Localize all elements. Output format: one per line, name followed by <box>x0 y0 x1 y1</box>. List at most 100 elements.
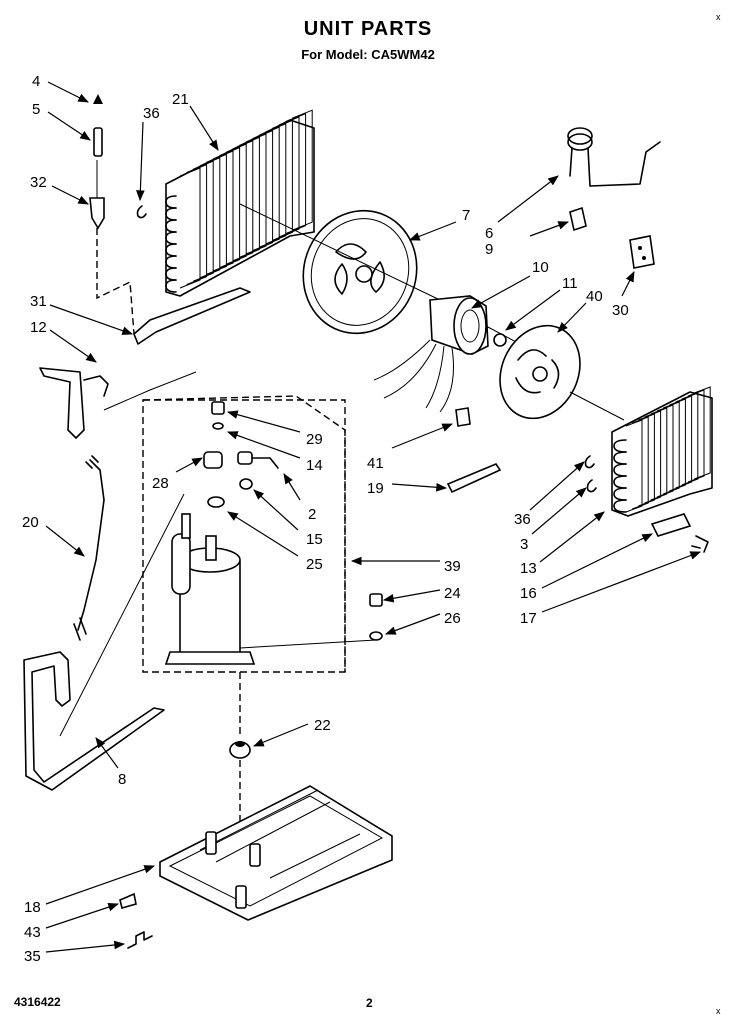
callout-leader-c14 <box>226 431 301 459</box>
callout-leader-c15 <box>253 489 299 531</box>
callout-leader-c35 <box>45 940 126 953</box>
part-32-valve <box>89 160 105 230</box>
callout-leader-c22 <box>252 723 309 747</box>
callout-number-c10: 10 <box>532 259 549 276</box>
callout-number-c29: 29 <box>306 431 323 448</box>
document-number: 4316422 <box>14 995 61 1009</box>
callout-number-c25: 25 <box>306 556 323 573</box>
callout-leader-c12 <box>49 329 97 363</box>
part-10-fan-motor <box>373 295 521 413</box>
part-15-grommet <box>239 478 253 490</box>
callout-number-c28: 28 <box>152 475 169 492</box>
callout-number-c21: 21 <box>172 91 189 108</box>
part-9-clip <box>569 206 587 232</box>
callout-leader-c26 <box>384 613 441 635</box>
part-2-wire <box>251 457 279 469</box>
part-16-air-deflector <box>650 513 692 537</box>
callout-leader-c28 <box>175 457 203 473</box>
compressor-box-perspective <box>142 395 346 672</box>
part-7-condenser-fan <box>239 203 441 335</box>
part-3-clip <box>586 479 597 493</box>
callout-leader-c2 <box>283 473 301 501</box>
callout-number-c16: 16 <box>520 585 537 602</box>
callout-leader-c9 <box>529 221 570 237</box>
part-14-washer <box>212 422 224 430</box>
part-39-compressor-group-box <box>142 399 346 673</box>
part-36-clip-right <box>584 455 595 469</box>
callout-leader-c43 <box>45 902 120 929</box>
part-25-clip <box>207 496 225 508</box>
callout-leader-c16 <box>541 533 653 589</box>
callout-leader-c5 <box>47 111 91 141</box>
callout-leader-c36a <box>136 121 145 202</box>
callout-number-c12: 12 <box>30 319 47 336</box>
tubing-dashed-link <box>96 228 135 335</box>
callout-leader-c32 <box>51 185 89 205</box>
callout-labels: 4532362176910114030311229142821525411920… <box>22 73 702 965</box>
part-8-evaporator-tube <box>23 493 185 791</box>
callout-leader-c17 <box>541 551 702 613</box>
callout-leader-c13 <box>539 511 605 563</box>
callout-number-c20: 20 <box>22 514 39 531</box>
part-17-screw <box>691 535 709 553</box>
part-30-terminal-block <box>629 235 655 269</box>
part-6-wire-bracket <box>567 127 661 187</box>
part-26-washer <box>369 631 383 641</box>
callout-number-c14: 14 <box>306 457 323 474</box>
callout-number-c6: 6 <box>485 225 493 242</box>
callout-leader-c7 <box>408 221 457 241</box>
callout-number-c5: 5 <box>32 101 40 118</box>
callout-number-c7: 7 <box>462 207 470 224</box>
callout-number-c8: 8 <box>118 771 126 788</box>
part-36-clip-left <box>136 205 147 219</box>
callout-leader-c25 <box>227 511 299 557</box>
callout-leader-c4 <box>47 81 89 103</box>
callout-leader-c10 <box>471 275 531 309</box>
part-18-base-pan <box>159 785 393 921</box>
part-28-protector <box>203 451 253 469</box>
callout-number-c2: 2 <box>308 506 316 523</box>
callout-number-c4: 4 <box>32 73 40 90</box>
callout-leader-c20 <box>45 525 85 557</box>
callout-number-c43: 43 <box>24 924 41 941</box>
part-12-capillary-tube <box>39 367 197 439</box>
callout-leader-c19 <box>391 482 448 492</box>
callout-leader-c3 <box>531 487 587 535</box>
callout-number-c26: 26 <box>444 610 461 627</box>
callout-number-c30: 30 <box>612 302 629 319</box>
callout-leader-c30 <box>621 271 635 297</box>
callout-number-c24: 24 <box>444 585 461 602</box>
part-24-nut <box>369 593 383 607</box>
callout-leader-c40 <box>557 302 587 333</box>
callout-leader-c21 <box>189 105 219 151</box>
callout-number-c39: 39 <box>444 558 461 575</box>
callout-leader-c31 <box>49 304 134 335</box>
corner-mark-bottom-right: x <box>716 1006 721 1016</box>
callout-leader-c36b <box>529 461 585 511</box>
callout-number-c35: 35 <box>24 948 41 965</box>
part-35-clip <box>127 931 153 949</box>
callout-number-c13: 13 <box>520 560 537 577</box>
callout-number-c18: 18 <box>24 899 41 916</box>
callout-number-c41: 41 <box>367 455 384 472</box>
part-11-nut <box>493 333 507 347</box>
part-43-screw <box>119 892 137 909</box>
callout-number-c9: 9 <box>485 241 493 258</box>
callout-number-c15: 15 <box>306 531 323 548</box>
callout-leader-c8 <box>95 737 119 769</box>
callout-number-c22: 22 <box>314 717 331 734</box>
part-20-wire-harness <box>73 455 105 641</box>
callout-number-c31: 31 <box>30 293 47 310</box>
callout-number-c3: 3 <box>520 536 528 553</box>
part-13-evaporator-coil <box>611 386 713 517</box>
callout-leader-c24 <box>382 589 441 603</box>
part-22-grommet <box>229 741 251 759</box>
callout-number-c36b: 36 <box>514 511 531 528</box>
callout-number-c11: 11 <box>562 275 578 292</box>
callout-number-c17: 17 <box>520 610 537 627</box>
page-title: UNIT PARTS <box>303 18 433 40</box>
mount-link-line <box>239 639 377 649</box>
callout-number-c40: 40 <box>586 288 603 305</box>
part-29-nut <box>211 401 225 415</box>
